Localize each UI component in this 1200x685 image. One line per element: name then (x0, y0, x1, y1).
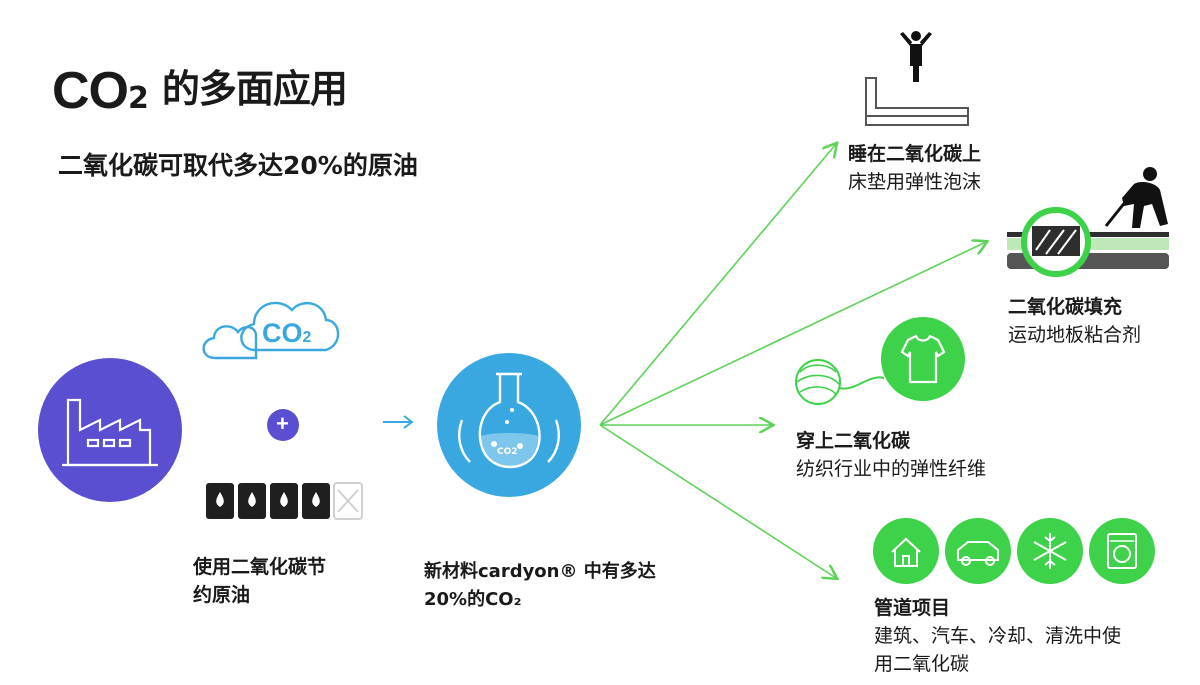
oil-barrel-icon (206, 482, 363, 520)
title-rest: 的多面应用 (161, 67, 348, 111)
output-desc-2: 用二氧化碳 (874, 653, 970, 675)
output-title: 穿上二氧化碳 (796, 430, 911, 452)
output-title: 管道项目 (874, 597, 951, 619)
left-label: 使用二氧化碳节 约原油 (193, 553, 326, 609)
house-icon (873, 518, 939, 584)
center-label-line1: 新材料cardyon® 中有多达 (424, 561, 656, 582)
output-title: 睡在二氧化碳上 (848, 143, 982, 165)
washing-machine-icon (1089, 518, 1155, 584)
flask-co2-text: CO2 (497, 447, 518, 457)
cloud-icon (202, 301, 340, 360)
shirt-icon (881, 317, 965, 401)
output-desc: 建筑、汽车、冷却、清洗中使 (874, 625, 1122, 647)
cloud-co2-text: CO (262, 318, 303, 348)
car-icon (945, 518, 1011, 584)
center-label: 新材料cardyon® 中有多达 20%的CO₂ (424, 558, 656, 614)
output-desc: 运动地板粘合剂 (1008, 324, 1142, 346)
page-title: CO2 的多面应用 (52, 58, 348, 121)
snowflake-icon (1017, 518, 1083, 584)
bed-icon (865, 77, 969, 126)
plus-icon (267, 409, 299, 441)
cloud-co2-sub: 2 (302, 329, 312, 346)
output-title: 二氧化碳填充 (1008, 296, 1123, 318)
page-subtitle: 二氧化碳可取代多达20%的原油 (58, 151, 418, 180)
person-icon (900, 31, 932, 82)
flask-icon (437, 353, 581, 497)
left-label-line2: 约原油 (193, 584, 251, 606)
left-label-line1: 使用二氧化碳节 (193, 556, 327, 578)
output-label-pipes: 管道项目 建筑、汽车、冷却、清洗中使 用二氧化碳 (874, 594, 1121, 678)
title-co2-subscript: 2 (128, 81, 149, 116)
yarn-icon (795, 359, 885, 405)
title-co2: CO (52, 62, 129, 120)
output-arrows (599, 144, 986, 578)
output-label-floor: 二氧化碳填充 运动地板粘合剂 (1008, 293, 1141, 349)
sports-floor-icon (1007, 207, 1169, 277)
factory-icon (38, 358, 182, 502)
output-desc: 床垫用弹性泡沫 (848, 171, 982, 193)
output-label-textile: 穿上二氧化碳 纺织行业中的弹性纤维 (796, 427, 986, 483)
plus-sign: + (276, 411, 289, 436)
center-label-line2: 20%的CO₂ (424, 589, 522, 610)
hockey-player-icon (1104, 167, 1168, 228)
cloud-co2-label: CO2 (262, 318, 311, 349)
process-arrow (383, 415, 414, 429)
output-desc: 纺织行业中的弹性纤维 (796, 458, 987, 480)
output-label-bed: 睡在二氧化碳上 床垫用弹性泡沫 (848, 140, 981, 196)
